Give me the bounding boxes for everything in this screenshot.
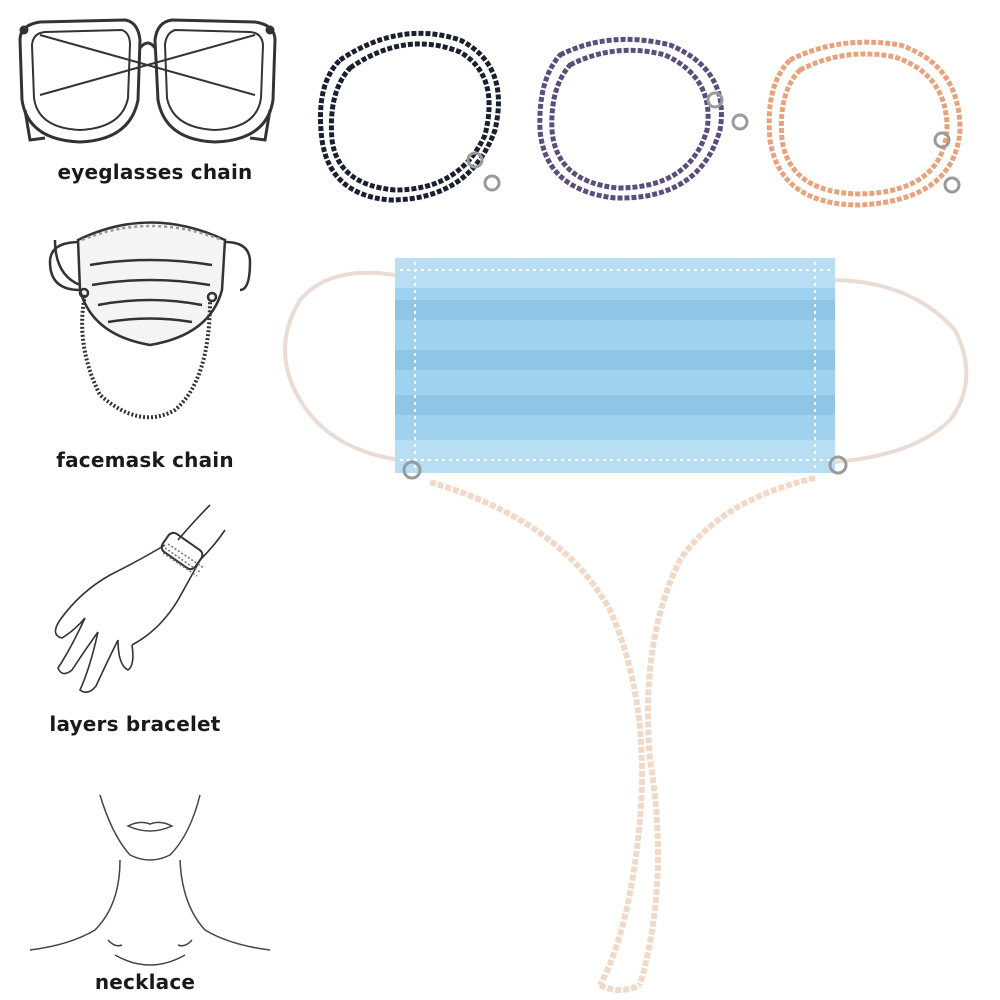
chain-purple-clasp xyxy=(706,91,749,131)
eyeglasses-icon xyxy=(18,18,277,144)
chain-orange xyxy=(766,39,963,208)
chain-cream xyxy=(429,475,816,993)
label-facemask-chain: facemask chain xyxy=(56,448,234,472)
chain-black-clasp xyxy=(466,151,501,192)
facemask-product xyxy=(283,258,969,473)
label-eyeglasses-chain: eyeglasses chain xyxy=(57,160,253,184)
chain-orange-clasp xyxy=(933,131,961,194)
chain-purple xyxy=(537,36,724,201)
hand-bracelet-icon xyxy=(54,504,226,694)
chain-cream-clasp xyxy=(402,455,848,480)
facemask-icon xyxy=(48,221,252,420)
chain-black xyxy=(317,30,501,203)
label-layers-bracelet: layers bracelet xyxy=(49,712,221,736)
neck-icon xyxy=(29,794,271,966)
label-necklace: necklace xyxy=(94,970,196,994)
